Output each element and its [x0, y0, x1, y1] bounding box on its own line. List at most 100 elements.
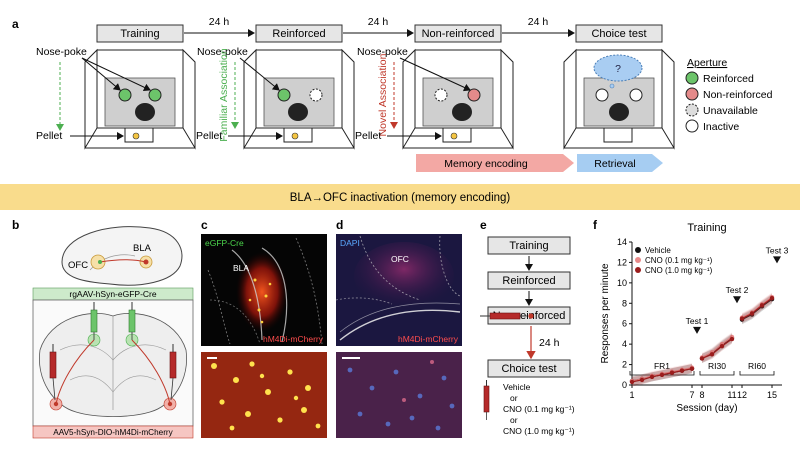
inactivation-banner	[0, 184, 800, 210]
legend-label-reinforced: Reinforced	[703, 73, 754, 85]
panel-label-e: e	[480, 218, 487, 232]
point-cno-1-0-mg-kg-14	[759, 303, 765, 308]
point-cno-1-0-mg-kg-1	[629, 379, 635, 385]
stage-label-training: Training	[120, 28, 159, 40]
legend-swatch-cno-1-0-mg-kg	[635, 267, 641, 273]
scale-bar	[342, 357, 360, 359]
syringe-red-right-icon	[169, 351, 177, 379]
aperture-inactive-right	[629, 88, 643, 102]
micrograph-ofc-overview	[335, 234, 462, 346]
stage-label-non-reinforced: Non-reinforced	[422, 28, 495, 40]
point-cno-1-0-mg-kg-12	[739, 316, 745, 321]
familiar-association-label: Familiar Association	[218, 48, 230, 142]
treatment-cno-high: CNO (1.0 mg kg⁻¹)	[503, 426, 575, 436]
line-vehicle-2	[741, 298, 773, 321]
stage-label-choice-test: Choice test	[591, 28, 646, 40]
rat-brain-sagittal	[61, 226, 183, 286]
y-tick-label-2: 2	[622, 360, 627, 370]
x-tick-label-12: 12	[737, 390, 747, 400]
chart-title: Training	[687, 222, 726, 234]
point-cno-1-0-mg-kg-3	[649, 374, 655, 380]
phase-bracket-ri30	[699, 371, 735, 376]
chamber-reinforced	[243, 48, 355, 150]
y-tick-label-14: 14	[617, 237, 627, 247]
test-label-test-2: Test 2	[726, 285, 749, 295]
point-cno-1-0-mg-kg-5	[669, 370, 675, 375]
memory-encoding-arrow	[416, 154, 574, 172]
injection-syringe-icon	[489, 312, 521, 320]
bla-region-label: BLA	[233, 263, 249, 273]
line-cno-0-1-mg-kg-2	[741, 296, 773, 319]
egfp-cre-label: eGFP-Cre	[205, 238, 244, 248]
micrograph-bla-overview	[201, 234, 327, 346]
scale-bar	[207, 357, 217, 359]
y-tick-label-8: 8	[622, 298, 627, 308]
pellet-icon	[132, 132, 140, 140]
line-cno-1-0-mg-kg-2	[741, 297, 773, 320]
retrieval-label: Retrieval	[594, 158, 635, 170]
treatment-or-2: or	[510, 415, 518, 425]
pellet-label-2: Pellet	[196, 130, 222, 142]
y-tick-label-10: 10	[617, 278, 627, 288]
phase-label-ri60: RI60	[748, 361, 766, 371]
interval-label-1: 24 h	[209, 16, 230, 28]
timeline-label-reinforced: Reinforced	[502, 275, 555, 287]
y-tick-label-4: 4	[622, 339, 627, 349]
bottom-virus-label: AAV5-hSyn-DIO-hM4Di-mCherry	[53, 428, 173, 437]
y-tick-label-6: 6	[622, 319, 627, 329]
legend-swatch-non-reinforced	[685, 87, 699, 101]
aperture-reinforced	[277, 88, 291, 102]
timeline-box-training	[487, 236, 571, 255]
y-axis-label: Responses per minute	[600, 263, 611, 363]
point-cno-1-0-mg-kg-2	[639, 377, 645, 383]
x-tick-label-7: 7	[689, 390, 694, 400]
top-virus-label: rgAAV-hSyn-eGFP-Cre	[69, 289, 157, 299]
injection-point	[528, 313, 534, 319]
chamber-non-reinforced	[402, 48, 514, 150]
stage-boxes: Training Reinforced Non-reinforced Choic…	[96, 16, 663, 43]
aperture-unavailable	[309, 88, 323, 102]
aperture-non-reinforced	[467, 88, 481, 102]
ofc-label: OFC	[68, 260, 88, 271]
legend-swatch-inactive	[685, 119, 699, 133]
rat-silhouette	[288, 103, 308, 121]
y-tick-label-12: 12	[617, 257, 627, 267]
point-cno-1-0-mg-kg-7	[689, 366, 695, 371]
stage-box-reinforced	[255, 24, 343, 43]
chamber-training	[84, 48, 196, 150]
nose-poke-label-3: Nose-poke	[357, 46, 408, 58]
syringe-red-left-icon	[49, 351, 57, 379]
legend-swatch-vehicle	[635, 247, 641, 253]
aperture-legend-title: Aperture	[687, 57, 727, 69]
point-cno-1-0-mg-kg-11	[729, 336, 735, 342]
treatment-or-1: or	[510, 393, 518, 403]
point-cno-1-0-mg-kg-6	[679, 368, 685, 373]
treatment-cno-low: CNO (0.1 mg kg⁻¹)	[503, 404, 575, 414]
band-cno-0-1-mg-kg-1	[702, 332, 732, 363]
ofc-region-label: OFC	[391, 254, 409, 264]
hm4di-label-c: hM4Di-mCherry	[263, 334, 324, 344]
legend-swatch-cno-0-1-mg-kg	[635, 257, 641, 263]
micrograph-ofc-zoom	[336, 352, 462, 438]
bla-label: BLA	[133, 243, 152, 254]
legend-label-vehicle: Vehicle	[645, 246, 671, 255]
pellet-label-1: Pellet	[36, 130, 62, 142]
test-label-test-3: Test 3	[766, 245, 789, 255]
legend-label-unavailable: Unavailable	[703, 105, 758, 117]
aperture-reinforced-right	[148, 88, 162, 102]
stage-label-reinforced: Reinforced	[272, 28, 325, 40]
timeline-box-choice-test	[487, 359, 571, 378]
point-cno-1-0-mg-kg-13	[749, 311, 755, 316]
timeline-flow: Training Reinforced Non-reinforced 24 h …	[480, 236, 571, 420]
rat-silhouette	[452, 103, 472, 121]
rat-silhouette	[135, 103, 155, 121]
legend-swatch-reinforced	[685, 71, 699, 85]
timeline-interval: 24 h	[539, 337, 560, 349]
stage-box-choice-test	[575, 24, 663, 43]
interval-label-2: 24 h	[368, 16, 389, 28]
bottom-virus-bar	[32, 425, 194, 439]
band-cno-1-0-mg-kg-2	[742, 293, 772, 324]
timeline-box-reinforced	[487, 271, 571, 290]
